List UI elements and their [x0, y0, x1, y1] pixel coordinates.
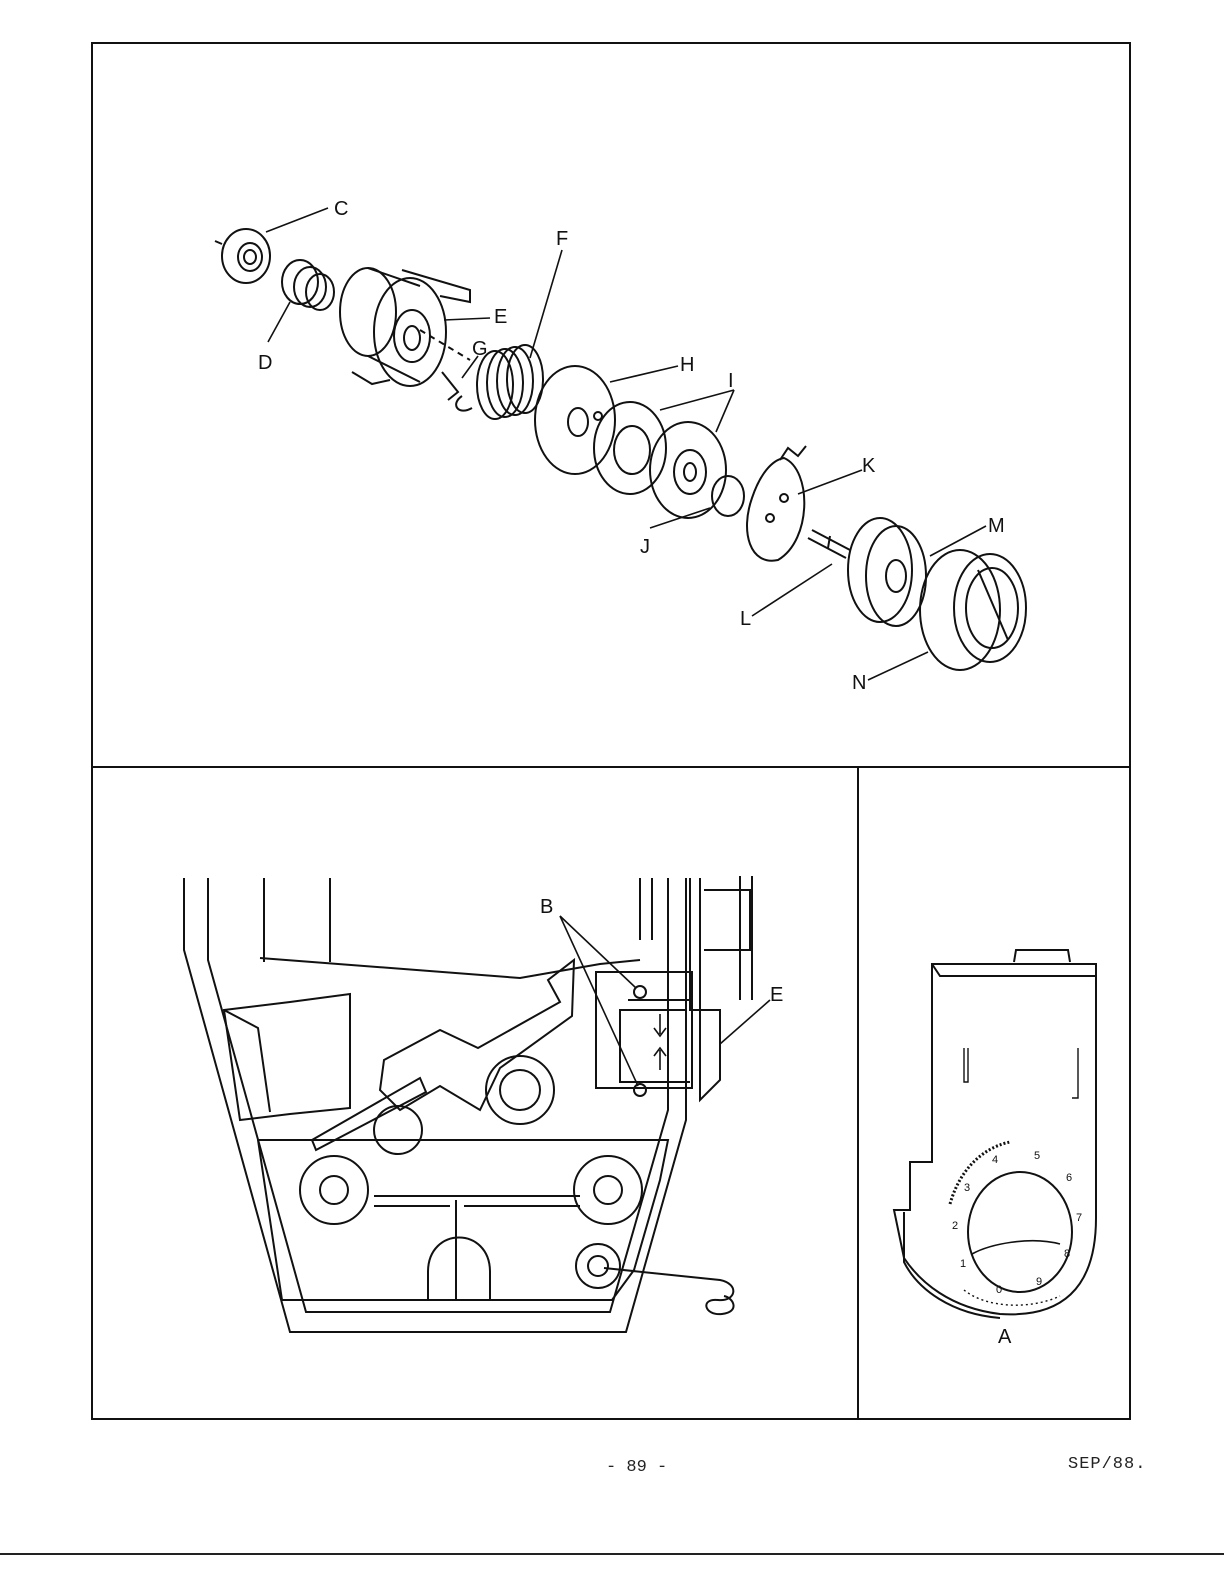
label-k: K	[862, 455, 876, 477]
dial-cover-panel	[857, 766, 1131, 1420]
label-d: D	[258, 352, 273, 374]
part-c-nut	[214, 228, 271, 284]
page-number: - 89 -	[606, 1458, 668, 1477]
leader-lines-top	[265, 207, 987, 681]
dial-number-0: 0	[996, 1284, 1003, 1296]
part-d-spring	[281, 259, 335, 311]
part-f-coil-spring	[476, 344, 544, 420]
dial-number-5: 5	[1034, 1150, 1041, 1162]
exploded-view-panel	[91, 42, 1131, 768]
dial-number-6: 6	[1066, 1172, 1073, 1184]
dial-number-8: 8	[1064, 1248, 1071, 1260]
assembly-axis	[419, 329, 471, 361]
label-l: L	[740, 608, 752, 630]
label-m: M	[988, 515, 1005, 537]
label-e-housing: E	[770, 984, 784, 1006]
bottom-rule	[0, 1553, 1224, 1555]
dial-number-9: 9	[1036, 1276, 1043, 1288]
part-h-cam-plate	[534, 365, 616, 475]
label-h: H	[680, 354, 695, 376]
part-i-discs	[593, 401, 727, 519]
part-k-plate	[746, 445, 807, 562]
label-b: B	[540, 896, 554, 918]
revision-date: SEP/88.	[1068, 1455, 1147, 1474]
label-i: I	[728, 370, 734, 392]
label-e: E	[494, 306, 508, 328]
part-j-ring	[711, 475, 745, 517]
label-a: A	[998, 1326, 1012, 1348]
part-n-dial-cap	[919, 549, 1027, 671]
label-n: N	[852, 672, 867, 694]
label-c: C	[334, 198, 349, 220]
dial-number-3: 3	[964, 1182, 971, 1194]
part-l-shaft	[807, 529, 851, 559]
part-g-clip	[441, 371, 473, 412]
dial-number-2: 2	[952, 1220, 959, 1232]
label-f: F	[556, 228, 569, 250]
label-g: G	[472, 338, 488, 360]
dial-number-4: 4	[992, 1154, 999, 1166]
dial-number-7: 7	[1076, 1212, 1083, 1224]
dial-number-1: 1	[960, 1258, 967, 1270]
label-j: J	[640, 536, 650, 558]
